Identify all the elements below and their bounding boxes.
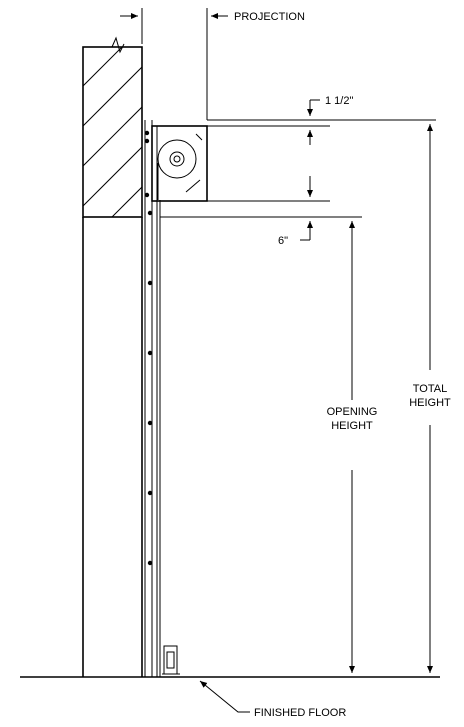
coil-drum bbox=[157, 139, 197, 200]
bottom-bar bbox=[162, 645, 180, 675]
header-clearance-dimension bbox=[160, 176, 362, 241]
guide-rails bbox=[144, 120, 161, 677]
header-clearance-label: 6" bbox=[278, 235, 288, 247]
top-clearance-label: 1 1/2" bbox=[325, 95, 353, 107]
total-height-label-2: HEIGHT bbox=[409, 397, 451, 409]
top-clearance-dimension bbox=[207, 99, 436, 145]
wall-jamb bbox=[82, 217, 143, 677]
total-height-label-1: TOTAL bbox=[413, 383, 447, 395]
projection-dimension bbox=[120, 8, 228, 120]
fastener-dots bbox=[144, 130, 153, 566]
finished-floor-leader bbox=[199, 680, 250, 713]
break-mark bbox=[111, 36, 125, 54]
header-hatching bbox=[83, 47, 142, 217]
opening-height-label-1: OPENING bbox=[327, 406, 378, 418]
projection-label: PROJECTION bbox=[234, 11, 305, 23]
wall-header bbox=[82, 36, 143, 218]
finished-floor-label: FINISHED FLOOR bbox=[254, 707, 346, 719]
coil-hood bbox=[151, 125, 208, 202]
opening-height-label-2: HEIGHT bbox=[331, 420, 373, 432]
